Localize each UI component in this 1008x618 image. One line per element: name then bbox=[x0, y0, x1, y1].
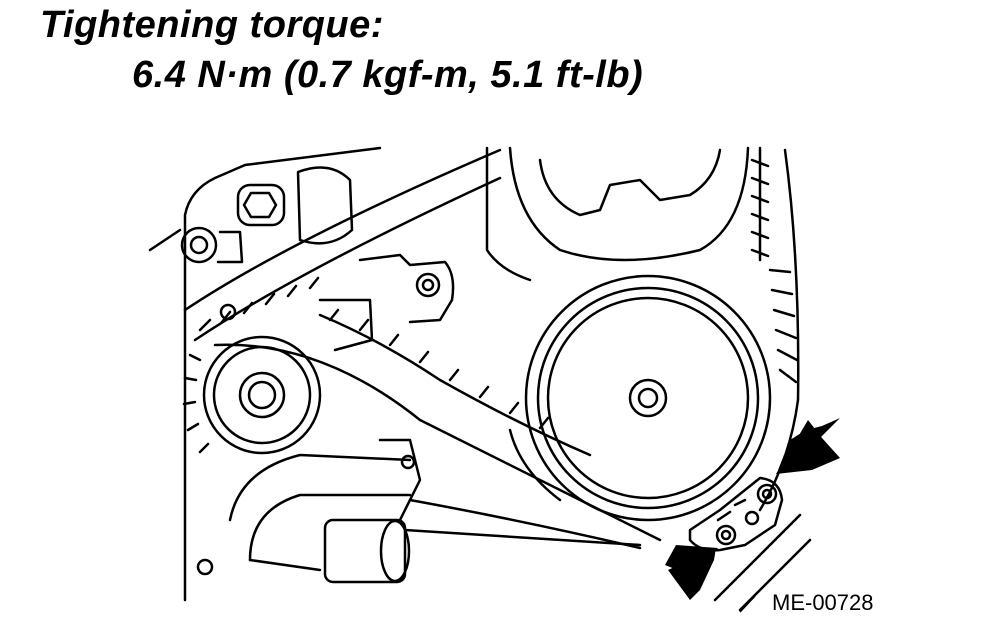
torque-value: 6.4 N·m (0.7 kgf-m, 5.1 ft-lb) bbox=[132, 54, 644, 96]
camshaft-housing bbox=[180, 166, 354, 264]
figure-code: ME-00728 bbox=[772, 590, 874, 615]
belt-teeth-right bbox=[758, 268, 800, 512]
code-leader-line bbox=[739, 595, 756, 613]
belt-cover-plate bbox=[688, 476, 812, 612]
camshaft-sprocket bbox=[485, 146, 800, 402]
engine-casing bbox=[148, 146, 382, 602]
coolant-pipe bbox=[228, 438, 642, 584]
bracket bbox=[318, 253, 455, 352]
timing-belt bbox=[183, 148, 662, 542]
bolt-arrow-upper bbox=[776, 418, 840, 474]
crankshaft-pulley bbox=[508, 274, 772, 522]
idler-pulley bbox=[182, 335, 322, 455]
torque-heading: Tightening torque: bbox=[40, 4, 384, 46]
bolt-arrow-lower bbox=[665, 545, 718, 600]
